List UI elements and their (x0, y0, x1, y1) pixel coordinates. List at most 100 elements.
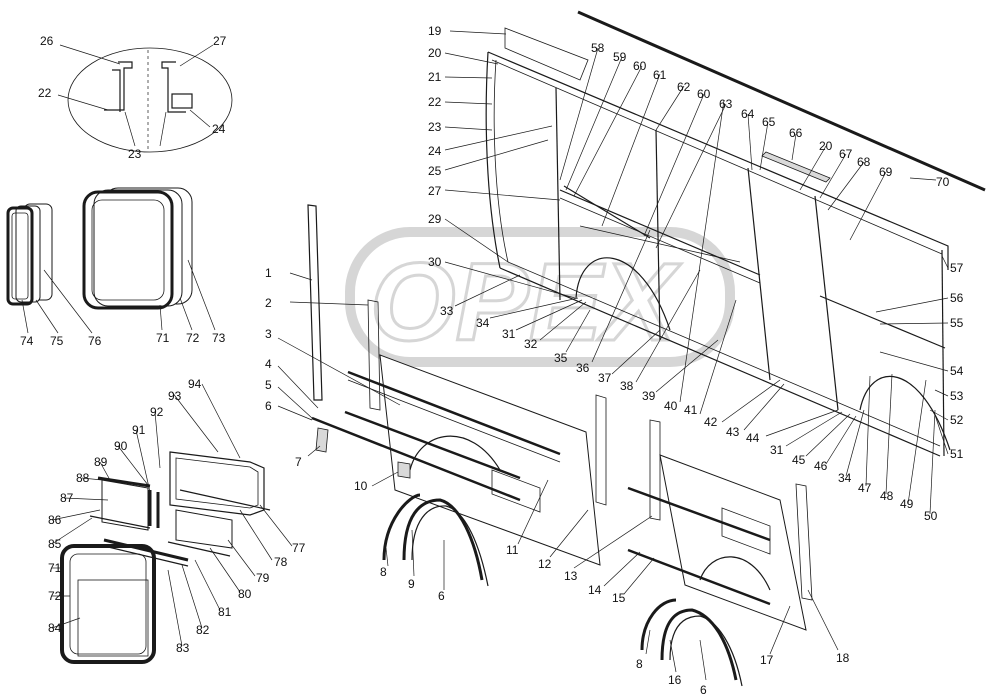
leader-92 (154, 411, 161, 469)
callout-c47: 47 (858, 481, 872, 495)
leader-39 (655, 339, 719, 393)
leader-61 (601, 73, 661, 227)
callout-c60a: 60 (633, 59, 647, 73)
callout-c31a: 31 (502, 327, 516, 341)
leader-74 (21, 299, 29, 334)
callout-c3: 3 (265, 327, 272, 341)
callout-c67: 67 (839, 147, 853, 161)
leader-33 (454, 274, 521, 307)
window-large-frame (82, 190, 174, 310)
window-kit-frame-72 (69, 553, 147, 655)
leader-71a (159, 304, 163, 331)
front-wheel-arch-frame (575, 257, 671, 331)
section-detail-ellipse (67, 47, 233, 153)
rear-moulding-lower (627, 548, 771, 606)
leader-12 (549, 509, 589, 558)
leader-93 (171, 391, 219, 453)
leader-11 (517, 479, 549, 545)
leader-22b (444, 101, 493, 105)
leader-31a (515, 299, 583, 331)
leader-28 (159, 111, 167, 147)
leader-31b (785, 411, 843, 447)
leader-52 (929, 409, 949, 421)
leader-21 (444, 76, 493, 79)
leader-29 (444, 218, 509, 263)
front-arch-trim-6 (411, 505, 489, 587)
leader-82 (181, 564, 203, 629)
callout-c76: 76 (88, 334, 102, 348)
callout-c4: 4 (265, 357, 272, 371)
detail-ellipse-outline (67, 47, 233, 153)
callout-c17: 17 (760, 653, 774, 667)
callout-c45: 45 (792, 453, 806, 467)
callout-c38: 38 (620, 379, 634, 393)
callout-c1: 1 (265, 266, 272, 280)
leader-13 (573, 515, 653, 569)
leader-10 (371, 471, 399, 487)
leader-90 (117, 445, 149, 486)
callout-c26: 26 (40, 34, 54, 48)
rear-panel-arch (699, 556, 771, 591)
callout-c93: 93 (168, 389, 182, 403)
leader-69 (849, 171, 887, 241)
callout-c33: 33 (440, 304, 454, 318)
front-moulding-mid (344, 410, 521, 480)
callout-c83: 83 (176, 641, 190, 655)
callout-c19: 19 (428, 24, 442, 38)
callout-c92: 92 (150, 405, 164, 419)
leader-86 (51, 509, 101, 521)
side-frame-assembly (485, 10, 986, 457)
rear-side-panel (627, 419, 813, 631)
window-kit-strip-81 (167, 541, 231, 557)
callout-c61: 61 (653, 68, 667, 82)
callout-c49: 49 (900, 497, 914, 511)
callout-c66: 66 (789, 126, 803, 140)
leader-17 (769, 605, 791, 655)
frame-top-beam (487, 51, 949, 270)
detail-profile-left (104, 61, 133, 111)
frame-belt-rail-rear (819, 295, 946, 349)
callout-c46: 46 (814, 459, 828, 473)
callout-c27b: 27 (428, 184, 442, 198)
front-panel-arch (409, 435, 501, 471)
callout-c62: 62 (677, 80, 691, 94)
leader-24 (189, 109, 211, 128)
window-kit-rail-78 (179, 489, 271, 511)
front-moulding-lower (311, 416, 521, 502)
window-large-seal (93, 189, 183, 307)
rear-pillar-trim-18 (795, 483, 813, 601)
leader-27b (444, 189, 561, 201)
leader-3 (277, 337, 401, 406)
callout-c31b: 31 (770, 443, 784, 457)
leader-14 (603, 551, 641, 587)
leader-76 (43, 269, 93, 334)
callout-c51: 51 (950, 447, 964, 461)
rear-arch-trim-8 (640, 598, 677, 651)
leader-19 (449, 30, 507, 35)
frame-front-pillar-inner (493, 59, 509, 263)
leader-81 (194, 559, 221, 611)
frame-pillar-d (747, 167, 771, 381)
leader-9 (411, 529, 415, 577)
leader-20b (799, 145, 827, 191)
front-panel-inset (491, 469, 541, 513)
callout-c80: 80 (238, 587, 252, 601)
leader-68 (827, 161, 865, 211)
callout-c79: 79 (256, 571, 270, 585)
rear-wheel-arch-frame (859, 375, 951, 451)
leader-79 (227, 539, 256, 577)
callout-c57: 57 (950, 261, 964, 275)
leader-50 (929, 409, 936, 515)
front-moulding-upper-inner (347, 379, 561, 463)
callout-c87: 87 (60, 491, 74, 505)
leader-2 (289, 301, 369, 306)
leader-8b (645, 629, 651, 655)
leader-66 (791, 133, 797, 161)
leader-47 (865, 375, 871, 487)
callout-c74: 74 (20, 334, 34, 348)
callout-c81: 81 (218, 605, 232, 619)
roof-rail-70 (577, 10, 986, 192)
callout-c10: 10 (354, 479, 368, 493)
callout-c37: 37 (598, 371, 612, 385)
